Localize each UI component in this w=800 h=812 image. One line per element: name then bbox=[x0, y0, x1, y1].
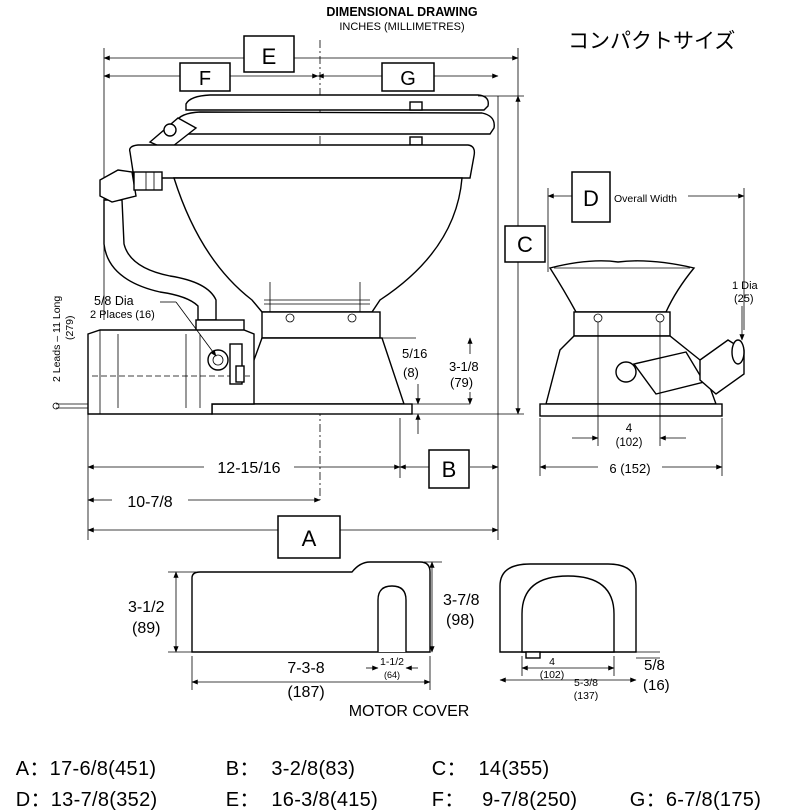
dim-79: (79) bbox=[450, 375, 473, 390]
cover-lip-in: 5/8 bbox=[644, 657, 665, 674]
cover-h2-in: 3-7/8 bbox=[443, 592, 480, 609]
legend-d: D：13-7/8(352) bbox=[15, 789, 158, 811]
cover-len-in: 7-3-8 bbox=[287, 660, 324, 677]
label-a: A bbox=[302, 526, 317, 551]
dim-10-7-8: 10-7/8 bbox=[127, 494, 172, 511]
drawing-title: DIMENSIONAL DRAWING bbox=[326, 5, 477, 19]
legend-c: C： 14(355) bbox=[431, 758, 550, 780]
legend-b: B： 3-2/8(83) bbox=[225, 758, 356, 780]
label-box-b bbox=[428, 449, 470, 489]
dim-1-dia: 1 Dia bbox=[732, 280, 759, 292]
label-c: C bbox=[517, 232, 533, 257]
cover-end-4: 4 bbox=[549, 656, 555, 668]
dim-8: (8) bbox=[403, 365, 419, 380]
label-box-f bbox=[179, 62, 231, 92]
cover-end-5-3-8: 5-3/8 bbox=[574, 677, 598, 689]
label-box-c bbox=[504, 225, 546, 263]
dim-leads: 2 Leads – 11 Long bbox=[51, 296, 63, 382]
label-b: B bbox=[442, 457, 457, 482]
label-box-g bbox=[381, 62, 435, 92]
cover-lip-mm: (16) bbox=[643, 677, 670, 694]
cover-slot-in: 1-1/2 bbox=[380, 656, 404, 668]
label-box-e bbox=[243, 35, 295, 73]
size-note: コンパクトサイズ bbox=[568, 30, 735, 53]
dim-leads-mm: (279) bbox=[64, 315, 76, 340]
legend-e: E： 16-3/8(415) bbox=[225, 789, 379, 811]
legend-row-1: A：17-6/8(451) B： 3-2/8(83) C： 14(355) bbox=[4, 729, 550, 781]
cover-end-137: (137) bbox=[574, 690, 599, 702]
cover-end-102: (102) bbox=[540, 669, 565, 681]
motor-cover-side bbox=[191, 561, 431, 653]
cover-slot-mm: (64) bbox=[384, 670, 400, 680]
label-g: G bbox=[400, 68, 416, 90]
cover-h-in: 3-1/2 bbox=[128, 599, 165, 616]
cover-h2-mm: (98) bbox=[446, 612, 474, 629]
toilet-side-view bbox=[52, 94, 495, 415]
drawing-subtitle: INCHES (MILLIMETRES) bbox=[339, 21, 464, 33]
label-box-d bbox=[571, 171, 611, 223]
cover-h-mm: (89) bbox=[132, 620, 160, 637]
motor-cover-title: MOTOR COVER bbox=[349, 703, 470, 720]
legend-a: A：17-6/8(451) bbox=[15, 758, 157, 780]
dim-12-15-16: 12-15/16 bbox=[217, 460, 280, 477]
legend-g: G：6-7/8(175) bbox=[629, 789, 762, 811]
label-f: F bbox=[199, 68, 211, 90]
dim-5-8-dia: 5/8 Dia bbox=[94, 294, 134, 308]
label-d: D bbox=[583, 186, 599, 211]
dim-end-4: 4 bbox=[626, 423, 633, 435]
dim-end-102: (102) bbox=[616, 437, 643, 449]
dim-6-152: 6 (152) bbox=[609, 461, 650, 476]
overall-width-label: Overall Width bbox=[614, 193, 677, 205]
legend-row-2: D：13-7/8(352) E： 16-3/8(415) F： 9-7/8(250)… bbox=[4, 760, 761, 812]
motor-cover-end bbox=[499, 563, 637, 659]
dim-3-1-8: 3-1/8 bbox=[449, 359, 479, 374]
label-box-a bbox=[277, 515, 341, 559]
cover-len-mm: (187) bbox=[287, 684, 324, 701]
legend-f: F： 9-7/8(250) bbox=[431, 789, 578, 811]
dim-25: (25) bbox=[734, 293, 754, 305]
dim-2-places: 2 Places (16) bbox=[90, 309, 155, 321]
dim-5-16: 5/16 bbox=[402, 346, 427, 361]
toilet-end-view bbox=[539, 260, 745, 417]
label-e: E bbox=[262, 44, 277, 69]
